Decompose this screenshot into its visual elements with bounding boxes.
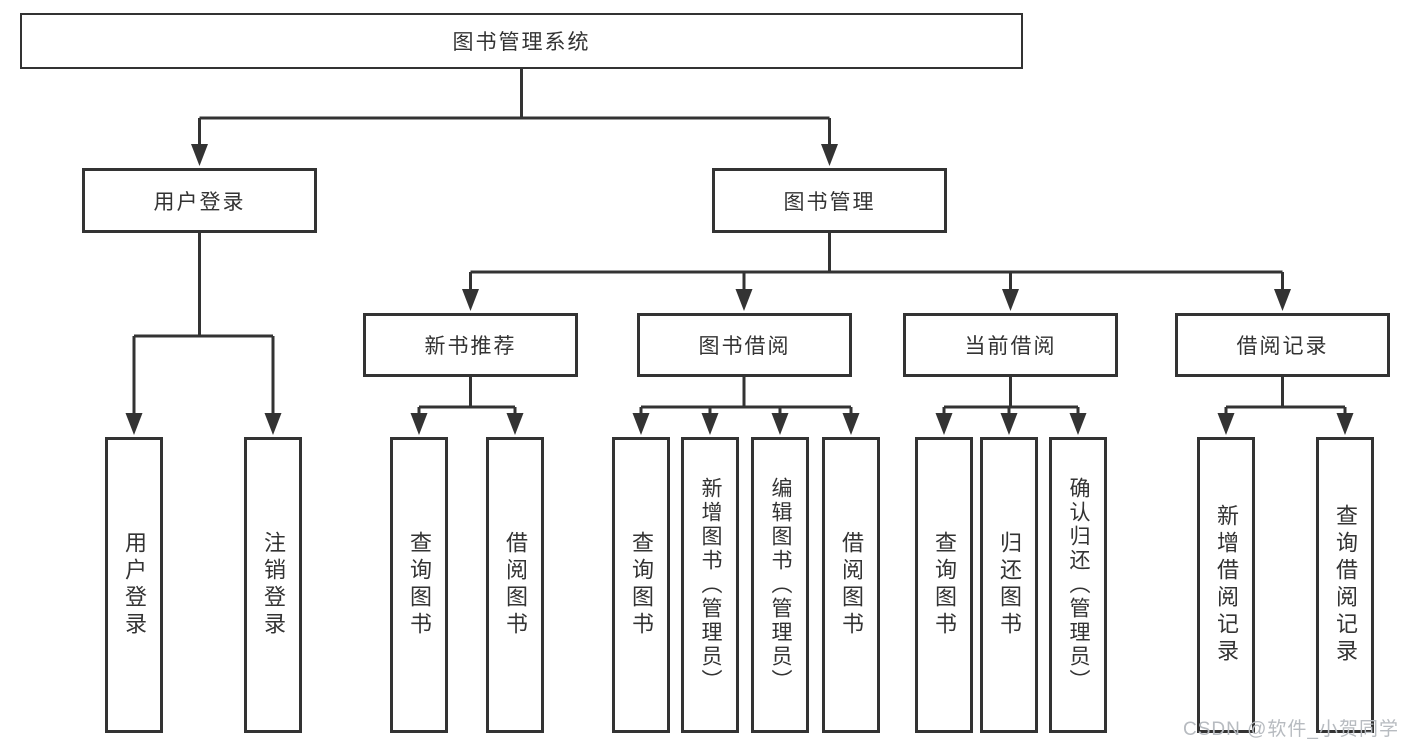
node-label: 图书管理系统 (452, 31, 591, 54)
leaf-query-books-recommend: 查询图书 (390, 437, 448, 733)
node-label: 借阅记录 (1236, 335, 1329, 358)
node-user-login: 用户登录 (82, 168, 317, 233)
leaf-edit-books-admin: 编辑图书（管理员） (751, 437, 809, 733)
node-label: 图书借阅 (698, 335, 791, 358)
leaf-label: 确认归还（管理员） (1067, 477, 1090, 693)
node-library-management-system: 图书管理系统 (20, 13, 1023, 69)
leaf-label: 查询借阅记录 (1333, 504, 1358, 666)
leaf-user-login: 用户登录 (105, 437, 163, 733)
leaf-borrow-books-recommend: 借阅图书 (486, 437, 544, 733)
leaf-label: 借阅图书 (839, 531, 864, 639)
leaf-add-books-admin: 新增图书（管理员） (681, 437, 739, 733)
leaf-query-borrow-record: 查询借阅记录 (1316, 437, 1374, 733)
node-new-book-recommend: 新书推荐 (363, 313, 578, 377)
node-label: 图书管理 (783, 190, 876, 214)
leaf-label: 用户登录 (122, 531, 147, 639)
node-current-borrow: 当前借阅 (903, 313, 1118, 377)
leaf-label: 查询图书 (407, 531, 432, 639)
node-label: 新书推荐 (424, 335, 517, 358)
leaf-query-books-borrow: 查询图书 (612, 437, 670, 733)
leaf-borrow-books: 借阅图书 (822, 437, 880, 733)
leaf-add-borrow-record: 新增借阅记录 (1197, 437, 1255, 733)
node-book-borrow: 图书借阅 (637, 313, 852, 377)
node-label: 当前借阅 (964, 335, 1057, 358)
leaf-confirm-return-admin: 确认归还（管理员） (1049, 437, 1107, 733)
leaf-logout: 注销登录 (244, 437, 302, 733)
node-borrow-records: 借阅记录 (1175, 313, 1390, 377)
leaf-label: 借阅图书 (503, 531, 528, 639)
leaf-label: 查询图书 (629, 531, 654, 639)
node-label: 用户登录 (153, 190, 246, 214)
leaf-label: 编辑图书（管理员） (769, 477, 792, 693)
watermark: CSDN @软件_小贺同学 (1183, 719, 1399, 740)
leaf-label: 注销登录 (261, 531, 286, 639)
arrowheads (125, 144, 1354, 435)
leaf-label: 归还图书 (997, 531, 1022, 639)
leaf-label: 新增图书（管理员） (699, 477, 722, 693)
leaf-label: 新增借阅记录 (1214, 504, 1239, 666)
node-book-management: 图书管理 (712, 168, 947, 233)
leaf-label: 查询图书 (932, 531, 957, 639)
leaf-query-books-current: 查询图书 (915, 437, 973, 733)
leaf-return-books: 归还图书 (980, 437, 1038, 733)
